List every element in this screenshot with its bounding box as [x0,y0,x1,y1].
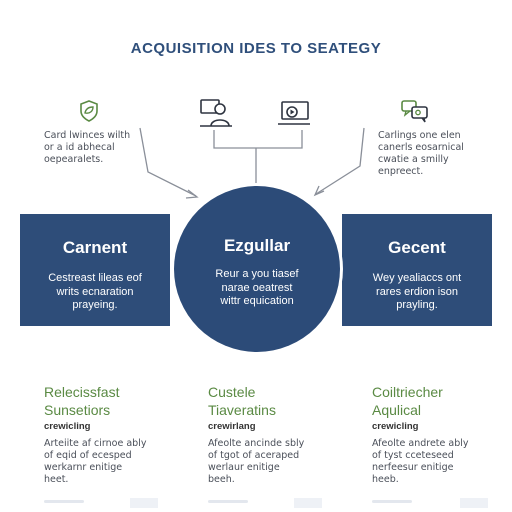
note-right: Carlings one elen canerls eosarnical cwa… [378,130,464,178]
circle-line: Reur a you tiasef [215,268,299,280]
column-title: Relecissfast Sunsetiors [44,383,184,419]
box-right-text: Wey yealiaccs ont rares erdion ison pray… [342,272,492,313]
box-right-title: Gecent [388,238,446,257]
box-left-text: Cestreast lileas eof writs ecnaration pr… [20,272,170,313]
column-text: Afeolte ancinde sbly of tgot of aceraped… [208,438,348,486]
note-line: Carlings one elen [378,130,461,141]
column-text: Afeolte andrete ably of tyst cceteseed n… [372,438,502,486]
divider [130,498,158,508]
column-3: Coiltriecher Aqulical crewicling Afeolte… [372,383,502,486]
circle-line: narae oeatrest [221,281,293,294]
column-line: werlaur enitige [208,462,280,473]
column-subtitle: crewicling [372,421,419,432]
column-line: Afeolte andrete ably [372,438,469,449]
divider [208,500,248,503]
column-title: Custele Tiaveratins [208,383,348,419]
box-left-title: Carnent [62,238,128,257]
box-line: Cestreast lileas eof [48,272,142,284]
column-title-line: Relecissfast [44,384,120,400]
column-line: of tyst cceteseed [372,450,454,461]
column-line: heeb. [372,474,399,485]
note-line: canerls eosarnical [378,142,464,153]
monitor-play-icon [278,101,310,125]
column-title-line: Custele [208,384,256,400]
divider [294,498,322,508]
column-title: Coiltriecher Aqulical [372,383,502,419]
divider [44,500,84,503]
column-line: beeh. [208,474,235,485]
circle-title: Ezgullar [223,236,291,255]
column-title-line: Aqulical [372,402,422,418]
column-title-line: Tiaveratins [208,402,276,418]
column-title-line: Coiltriecher [372,384,443,400]
box-line: writs ecnaration [56,285,134,298]
column-line: Arteiite af cirnoe ably [44,438,147,449]
note-line: oepearalets. [44,154,104,165]
center-circle: Ezgullar Reur a you tiasef narae oeatres… [174,186,340,352]
box-left: Carnent Cestreast lileas eof writs ecnar… [20,214,170,326]
column-title-line: Sunsetiors [44,402,111,418]
note-line: enpreect. [378,166,424,177]
divider [460,498,488,508]
column-line: heet. [44,474,69,485]
chat-bubbles-icon [401,100,428,123]
box-line: prayling. [396,299,438,311]
column-line: of tgot of aceraped [208,450,300,461]
shield-leaf-icon [80,100,98,122]
box-line: prayeing. [72,299,118,311]
note-line: cwatie a smilly [378,154,449,165]
column-2: Custele Tiaveratins crewirlang Afeolte a… [208,383,348,486]
column-line: nerfeesur enitige [372,462,454,473]
circle-text: Reur a you tiasef narae oeatrest wittr e… [174,268,340,309]
divider [372,500,412,503]
column-text: Arteiite af cirnoe ably of eqid of ecesp… [44,438,184,486]
note-left: Card lwinces wilth or a id abhecal oepea… [44,130,130,166]
box-line: Wey yealiaccs ont [372,272,462,284]
note-line: Card lwinces wilth [44,130,131,141]
person-at-computer-icon [200,99,232,127]
circle-line: wittr equication [220,295,294,307]
box-right: Gecent Wey yealiaccs ont rares erdion is… [342,214,492,326]
column-line: of eqid of ecesped [44,450,132,461]
note-line: or a id abhecal [44,142,115,153]
column-line: werkarnr enitige [44,462,123,473]
column-line: Afeolte ancinde sbly [208,438,305,449]
box-line: rares erdion ison [376,285,458,298]
column-1: Relecissfast Sunsetiors crewicling Artei… [44,383,184,486]
column-subtitle: crewicling [44,421,91,432]
column-subtitle: crewirlang [208,421,256,432]
diagram-title: ACQUISITION IDES TO SEATEGY [130,40,382,57]
